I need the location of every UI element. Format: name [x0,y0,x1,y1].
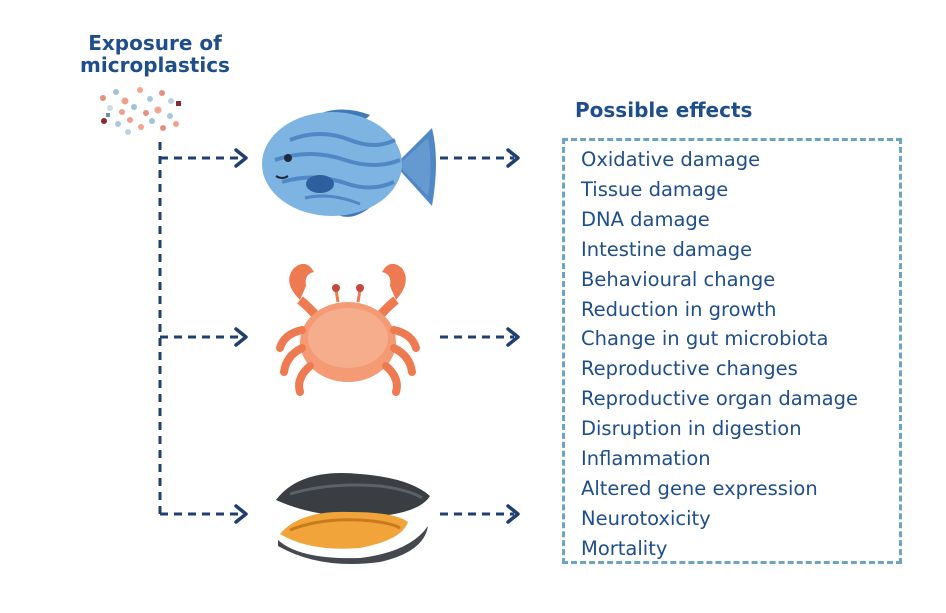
crab-icon [276,263,420,396]
effect-item: Disruption in digestion [581,417,802,441]
effect-item: Neurotoxicity [581,506,711,530]
arrow-to-fish [160,148,248,168]
arrow-crab-to-effects [440,327,520,347]
exposure-title: Exposure of microplastics [80,31,230,77]
possible-effects-heading: Possible effects [575,98,753,122]
effects-box: Oxidative damage Tissue damage DNA damag… [562,138,902,564]
arrow-to-crab [160,327,248,347]
fish-icon [262,109,436,217]
effect-item: Reproductive changes [581,357,798,381]
arrow-mussel-to-effects [440,504,520,524]
effect-item: DNA damage [581,207,710,231]
mussel-icon [276,473,430,564]
effect-item: Change in gut microbiota [581,327,829,351]
effect-item: Altered gene expression [581,476,818,500]
arrow-fish-to-effects [440,148,520,168]
microplastics-particles-icon [100,87,181,135]
arrow-to-mussel [160,504,248,524]
effect-item: Reproductive organ damage [581,387,858,411]
effect-item: Tissue damage [581,177,729,201]
effect-item: Reduction in growth [581,297,777,321]
effect-item: Inflammation [581,447,711,471]
effect-item: Oxidative damage [581,148,761,171]
effect-item: Intestine damage [581,237,753,261]
effect-item: Mortality [581,536,668,560]
effects-list: Oxidative damage Tissue damage DNA damag… [581,145,858,564]
effect-item: Behavioural change [581,267,776,291]
